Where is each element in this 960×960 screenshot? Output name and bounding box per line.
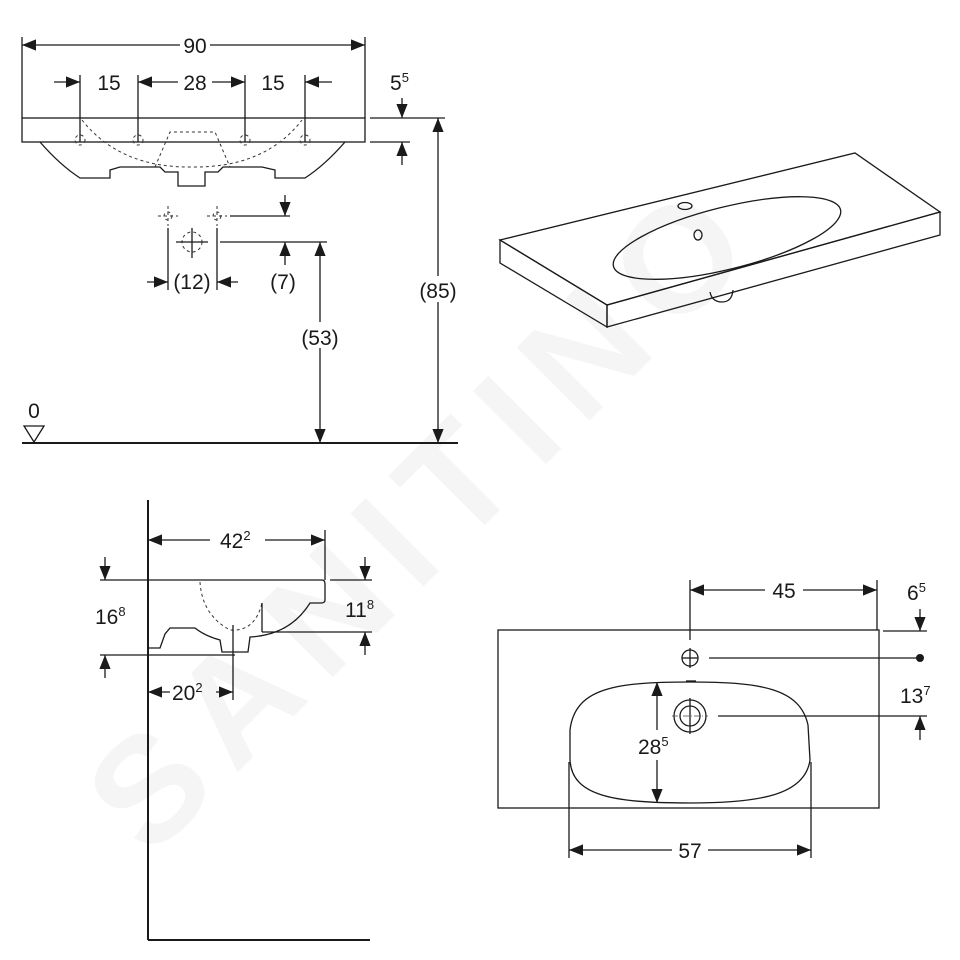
dim-overall-height: 168 [95, 604, 126, 629]
bowl-outline-top [569, 681, 811, 804]
overflow-hole [693, 229, 703, 241]
dim-tap-spacing: (12) [173, 271, 210, 294]
basin-top-outline [497, 629, 880, 809]
tap-holes [74, 134, 311, 146]
bowl-hidden-line-side [199, 581, 263, 631]
tap-hole [677, 201, 693, 211]
bowl-outline [39, 141, 346, 187]
dim-drain-height: (53) [301, 327, 338, 350]
dim-tap-offset: (7) [270, 271, 296, 294]
dim-hole-spacing-middle: 28 [183, 72, 206, 95]
perspective-view [498, 152, 942, 329]
bowl-hidden-line [81, 119, 303, 168]
dim-width: 90 [183, 35, 206, 58]
basin-slab-front [21, 117, 366, 143]
top-view: 45 65 137 285 57 [497, 580, 931, 863]
watermark: SANITINO [54, 144, 793, 883]
dim-tap-to-edge: 45 [772, 580, 795, 603]
dim-bowl-width: 57 [678, 840, 701, 863]
dim-bowl-height: 118 [345, 597, 374, 622]
dim-hole-spacing-left: 15 [97, 72, 120, 95]
basin-side-face [606, 211, 941, 328]
dim-depth: 422 [220, 528, 251, 553]
dim-total-height: (85) [419, 280, 456, 303]
floor-level-label: 0 [28, 400, 40, 423]
dim-drain-distance: 202 [172, 680, 203, 705]
floor-level-triangle-icon [22, 425, 46, 444]
dim-hole-spacing-right: 15 [261, 72, 284, 95]
dim-drain-from-tap: 137 [900, 683, 931, 708]
dim-tap-from-back: 65 [907, 580, 926, 605]
dim-bowl-depth: 285 [638, 734, 669, 759]
reference-dot [916, 654, 924, 662]
basin-side-outline [148, 579, 326, 653]
bowl-opening [612, 196, 842, 280]
drain-pipe [709, 289, 734, 303]
side-view: 422 168 118 202 [95, 500, 374, 941]
dim-slab-thickness: 55 [390, 70, 409, 95]
front-view: 90 15 28 15 55 (7) (12) (5 [21, 35, 462, 444]
overflow-hidden-line [154, 131, 231, 168]
